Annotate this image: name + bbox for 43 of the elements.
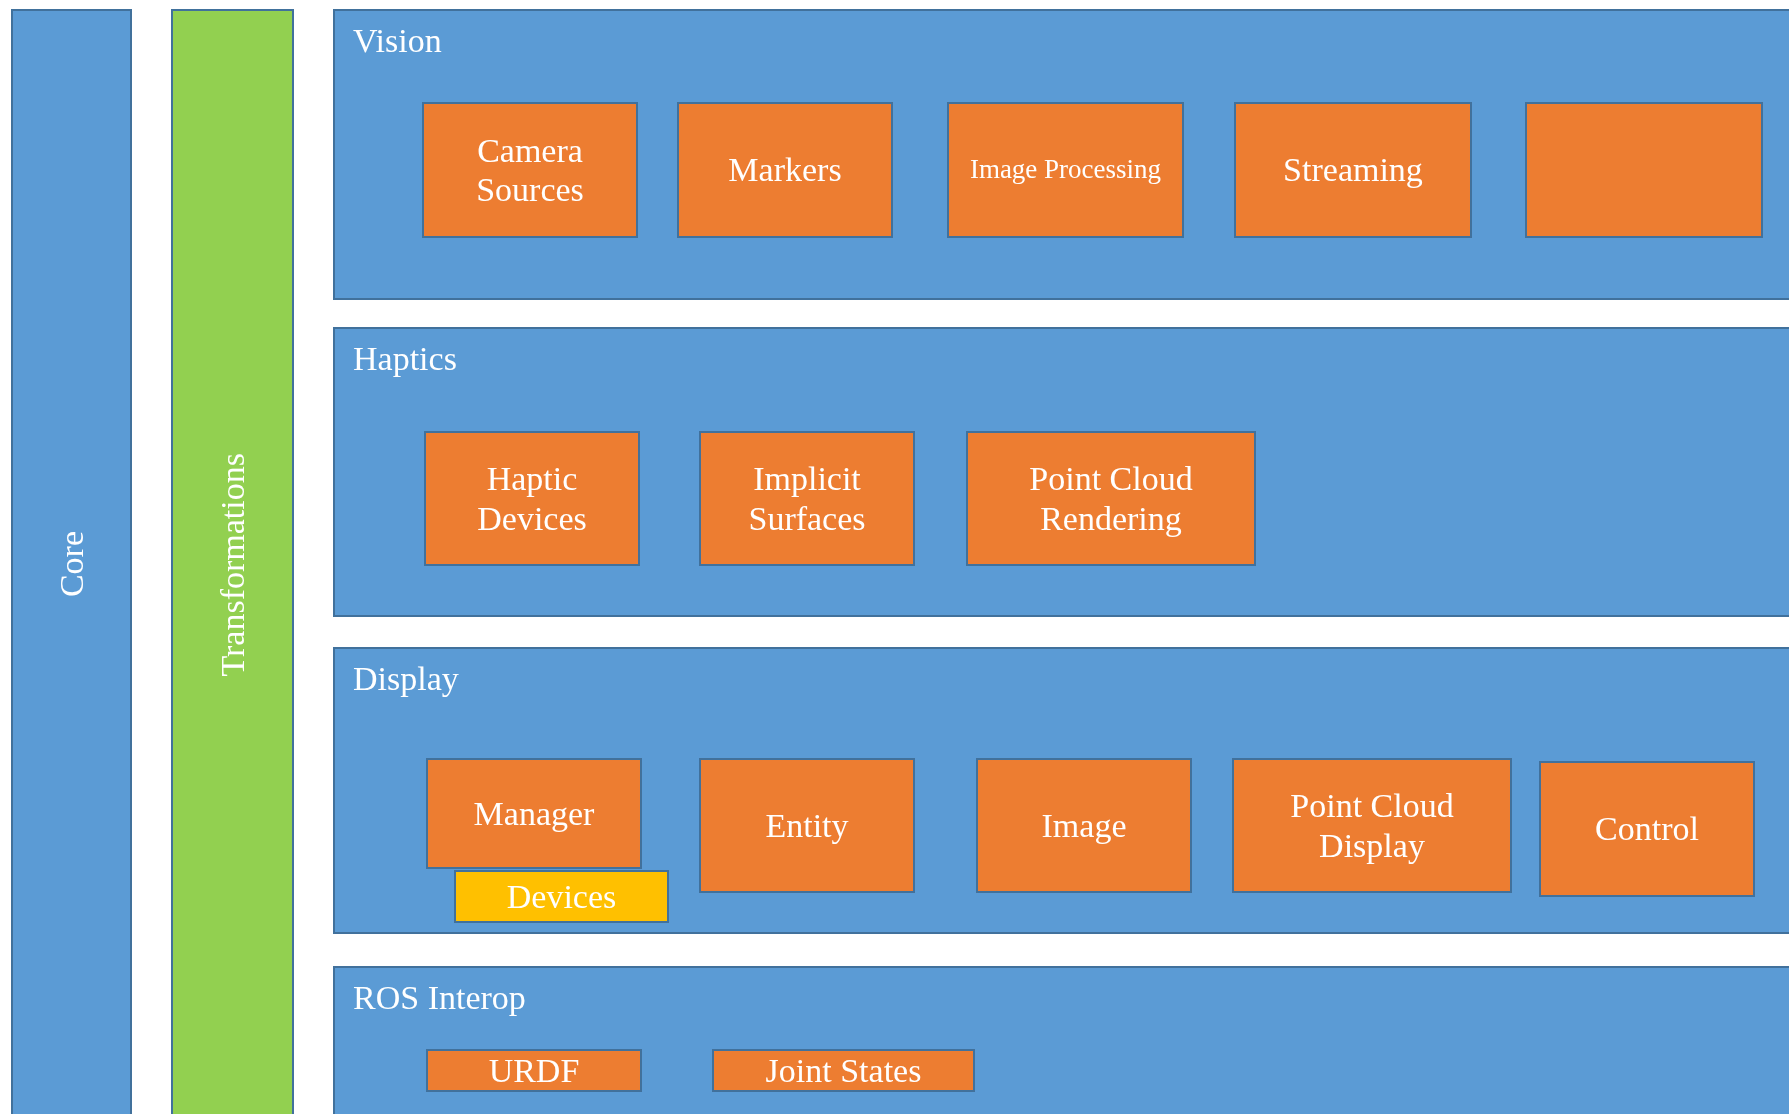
component-label: Markers <box>727 150 843 190</box>
component-box <box>1539 761 1755 897</box>
component-box <box>1232 758 1512 893</box>
component-box <box>712 1049 975 1092</box>
layer-title: Transformations <box>212 452 252 677</box>
module-panel <box>333 9 1789 300</box>
panel-title: ROS Interop <box>353 978 526 1018</box>
panel-title: Vision <box>353 21 442 61</box>
core-layer-bar <box>11 9 132 1114</box>
component-box <box>966 431 1256 566</box>
component-box <box>424 431 640 566</box>
component-label: Image Processing <box>968 154 1163 186</box>
component-label: Manager <box>472 793 596 834</box>
transformations-layer-bar <box>171 9 294 1114</box>
component-label: Streaming <box>1282 150 1424 190</box>
module-panel <box>333 647 1789 934</box>
panel-title: Haptics <box>353 339 457 379</box>
layer-title: Core <box>51 530 91 597</box>
module-panel <box>333 327 1789 617</box>
component-label: Devices <box>505 876 618 917</box>
component-box <box>1234 102 1472 238</box>
component-label: URDF <box>487 1050 581 1091</box>
component-box <box>947 102 1184 238</box>
component-label: Point Cloud Display <box>1289 786 1455 865</box>
component-label: Entity <box>764 805 850 846</box>
component-label: Haptic Devices <box>476 459 588 538</box>
component-label: Point Cloud Rendering <box>1028 459 1194 538</box>
component-box <box>454 870 669 923</box>
component-label: Control <box>1594 809 1700 849</box>
component-box <box>426 758 642 869</box>
component-box <box>1525 102 1763 238</box>
component-box <box>699 758 915 893</box>
module-panel <box>333 966 1789 1114</box>
component-label: Implicit Surfaces <box>747 459 867 538</box>
component-label: Image <box>1040 805 1128 846</box>
component-label: Joint States <box>764 1050 923 1091</box>
component-box <box>677 102 893 238</box>
component-box <box>976 758 1192 893</box>
component-label: Camera Sources <box>475 130 585 210</box>
component-box <box>422 102 638 238</box>
component-box <box>699 431 915 566</box>
panel-title: Display <box>353 659 459 699</box>
component-box <box>426 1049 642 1092</box>
